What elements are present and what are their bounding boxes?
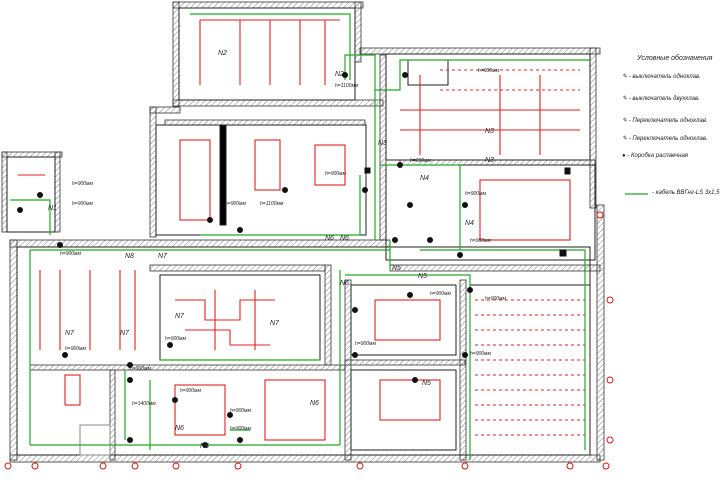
height-label: h=900мм (478, 68, 499, 74)
height-label: h=900мм (165, 336, 186, 342)
room-label: N6 (325, 235, 334, 242)
room-label: N6 (200, 443, 209, 450)
height-labels: h=900мм h=900мм h=900мм h=900мм h=900мм … (60, 68, 506, 432)
switch-single-icon: ✎ (622, 74, 628, 80)
height-label: h=1100мм (335, 83, 359, 89)
room-label: N5 (422, 380, 431, 387)
switch-double-icon: ✎ (622, 96, 628, 102)
room-label: N4 (465, 220, 474, 227)
height-label: h=900мм (430, 291, 451, 297)
legend-item: ✎ - выключатель одноклав. (622, 73, 701, 80)
cable-routes (10, 13, 590, 460)
legend-item: ✎ - Переключатель одноклав. (622, 117, 708, 124)
room-label: N6 (175, 425, 184, 432)
room-label: N3 (378, 140, 387, 147)
legend-item: - кабель ВВГнг-LS 3х1,5 (652, 190, 720, 196)
height-label: h=900мм (470, 238, 491, 244)
room-label: N8 (125, 253, 134, 260)
passthrough-switch-single-icon: ✎ (622, 118, 628, 124)
height-label: h=900мм (225, 201, 246, 207)
room-label: N7 (175, 313, 185, 320)
height-label: h=900мм (65, 346, 86, 352)
room-label: N6 (340, 235, 349, 242)
room-label: N7 (158, 253, 168, 260)
room-label: N4 (420, 175, 429, 182)
room-label: N6 (310, 400, 319, 407)
lamp-rows (440, 69, 585, 436)
room-labels: N1 N2 N2 N3 N3 N3 N4 N4 N5 N5 N5 N6 N6 N… (48, 50, 494, 450)
room-label: N3 (485, 157, 494, 164)
switch-symbols (17, 72, 571, 448)
room-outlines (6, 7, 596, 456)
height-label: h=900мм (410, 158, 431, 164)
height-label: h=900мм (60, 251, 81, 257)
height-label: h=900мм (130, 366, 151, 372)
height-label: h=900мм (485, 296, 506, 302)
room-label: N3 (485, 128, 494, 135)
room-label: N5 (392, 265, 401, 272)
legend-item-label: - выключатель двухклав. (628, 96, 700, 102)
room-label: N2 (218, 50, 227, 57)
room-label: N7 (120, 330, 130, 337)
height-label: h=900мм (72, 181, 93, 187)
height-label: h=900мм (230, 426, 251, 432)
legend-item-label: - выключатель одноклав. (628, 74, 701, 80)
legend-item: ✎ - выключатель двухклав. (622, 95, 700, 102)
height-label: h=1100мм (260, 201, 284, 207)
light-fixtures (18, 19, 580, 441)
height-label: h=900мм (355, 341, 376, 347)
height-label: h=900мм (72, 201, 93, 207)
height-label: h=900мм (180, 388, 201, 394)
height-label: h=1400мм (132, 401, 156, 407)
legend-item-label: - Переключатель одноклав. (628, 136, 708, 142)
height-label: h=900мм (465, 191, 486, 197)
height-label: h=900мм (230, 408, 251, 414)
room-label: N7 (270, 320, 280, 327)
junction-box-icon: ● (622, 153, 626, 159)
axis-markers (4, 211, 614, 470)
legend-item-label: - Переключатель одноклав. (628, 118, 708, 124)
walls (1, 1, 605, 463)
height-label: h=900мм (470, 351, 491, 357)
room-label: N7 (65, 330, 75, 337)
legend-item-label: - Коробка распаечная (627, 153, 688, 159)
room-label: N2 (335, 71, 344, 78)
room-label: N6 (340, 280, 349, 287)
height-label: h=900мм (325, 171, 346, 177)
passthrough-switch-double-icon: ✎ (622, 136, 628, 142)
legend-item: ✎ - Переключатель одноклав. (622, 135, 708, 142)
room-label: N5 (418, 273, 427, 280)
legend-item-label: - кабель ВВГнг-LS 3х1,5 (652, 190, 720, 196)
room-label: N1 (48, 205, 57, 212)
legend-item: ● - Коробка распаечная (622, 153, 688, 159)
legend-title: Условные обозначения (637, 55, 713, 62)
